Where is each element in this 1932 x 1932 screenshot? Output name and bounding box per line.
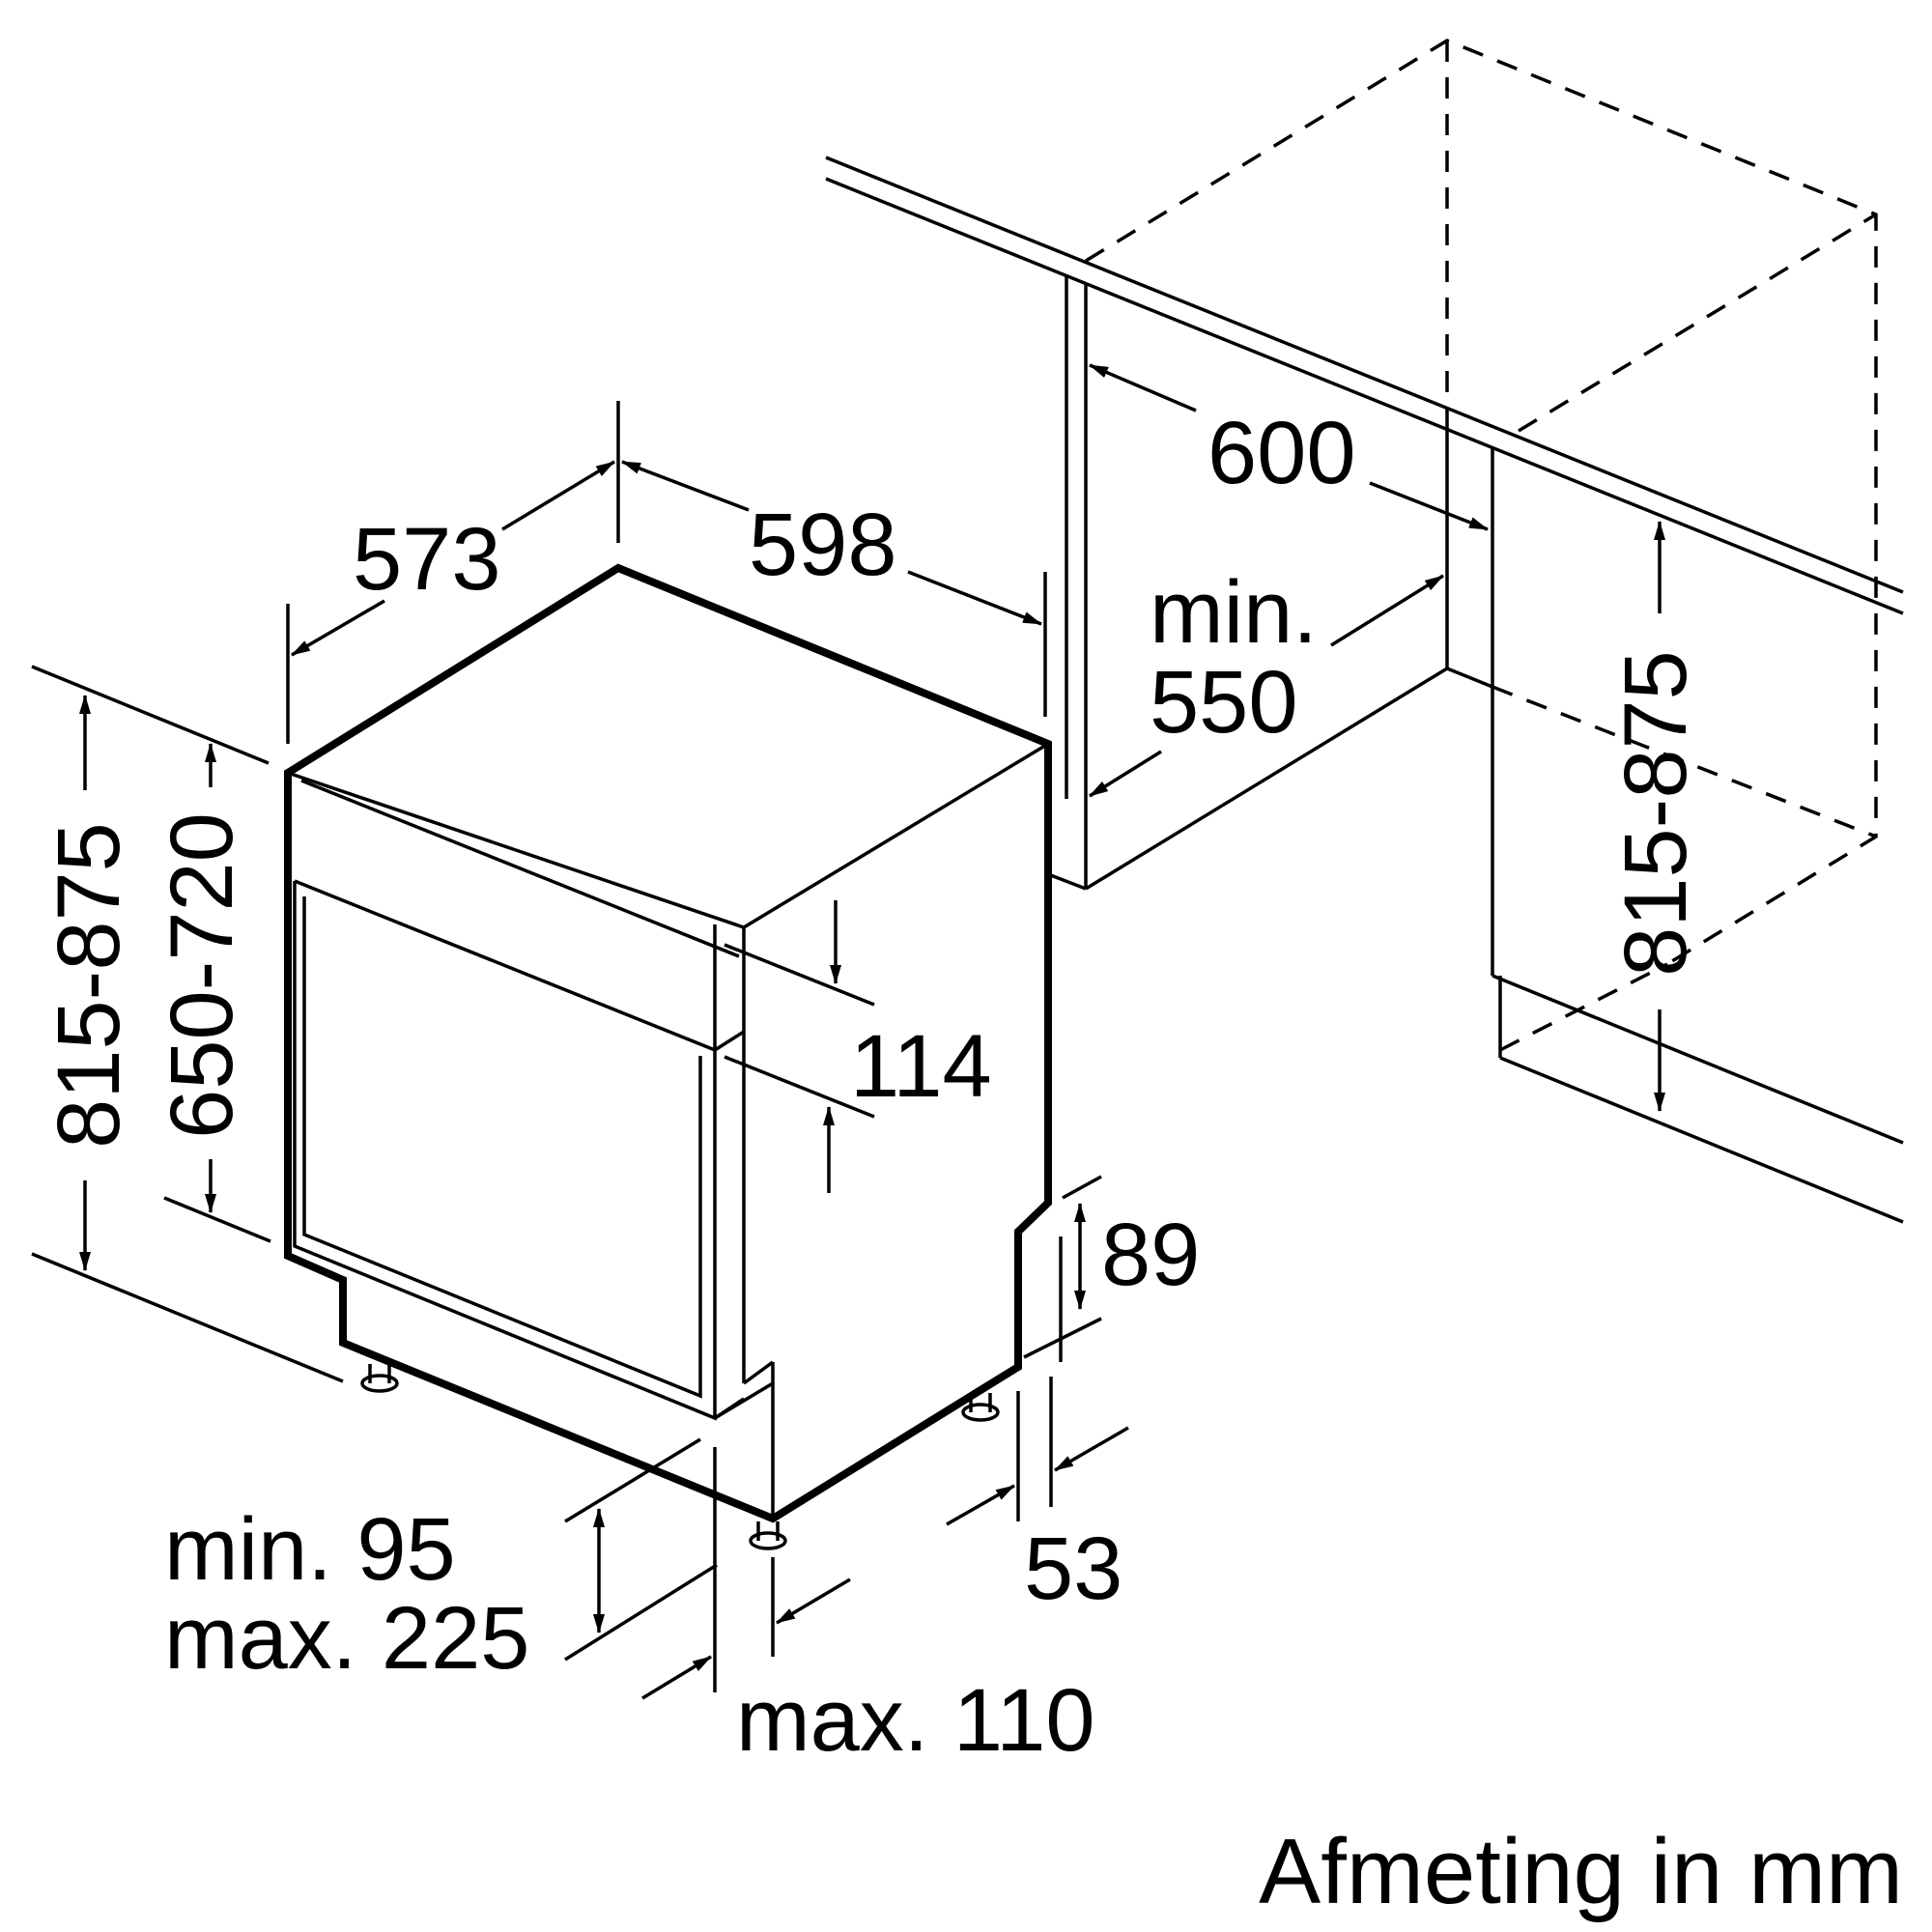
- door-inner: [302, 896, 702, 1399]
- label-height-650-720: 650-720: [153, 812, 251, 1139]
- ext-89-top: [1062, 1175, 1102, 1200]
- ext-114-bottom: [724, 1055, 875, 1119]
- panel-bottom-line: [294, 879, 716, 1052]
- arrow-573-right: [501, 460, 615, 531]
- dishwasher-body: [284, 563, 1052, 1550]
- arrow-53-right: [1054, 1426, 1129, 1472]
- cabinet-niche: [825, 39, 1904, 1224]
- dishwasher-outline: [284, 563, 1052, 1523]
- niche-floor-left: [1085, 667, 1448, 891]
- top-right-edge: [743, 742, 1049, 929]
- label-height-815-875-left: 815-875: [40, 822, 138, 1149]
- worktop-bottom-edge: [825, 177, 1904, 615]
- arrow-110-left: [641, 1655, 712, 1700]
- right-cabinet-plinth-bottom: [1499, 1056, 1904, 1224]
- ext-815-left-bottom: [31, 1252, 344, 1383]
- arrow-600-right: [1369, 481, 1489, 531]
- label-depth-600: 600: [1208, 404, 1356, 502]
- hidden-cabinet-outline: [1085, 39, 1878, 966]
- label-width-598: 598: [749, 496, 897, 594]
- foot-front-left: [360, 1364, 399, 1393]
- side-notch: [742, 1360, 775, 1385]
- niche-floor-back: [1446, 667, 1493, 689]
- arrow-598-left: [621, 460, 750, 512]
- dimension-labels: 573 598 600 min. 550 114 89 53 min. 95 m…: [40, 404, 1903, 1923]
- foot-front-right: [749, 1521, 787, 1550]
- niche-left-panel-foot: [1047, 872, 1087, 891]
- arrow-550-right: [1330, 574, 1444, 647]
- label-plinth-max: max. 225: [164, 1589, 529, 1688]
- label-height-114: 114: [850, 1017, 992, 1116]
- arrow-53-left: [946, 1484, 1015, 1526]
- label-depth-573: 573: [353, 510, 501, 609]
- label-height-89: 89: [1101, 1206, 1200, 1304]
- label-height-815-875-right: 815-875: [1606, 650, 1705, 977]
- arrow-598-right: [907, 570, 1042, 626]
- worktop-top-edge: [825, 156, 1904, 594]
- door-outer: [293, 881, 717, 1421]
- ext-89-bottom: [1023, 1317, 1102, 1359]
- label-offset-53: 53: [1024, 1520, 1122, 1618]
- foot-back-right: [961, 1393, 1000, 1422]
- dimension-lines: [31, 363, 1665, 1700]
- hidden-cabinet-floor-front: [1499, 962, 1668, 1052]
- ext-650-bottom: [163, 1196, 271, 1243]
- arrow-600-left: [1089, 363, 1197, 412]
- ext-95-bottom: [564, 1563, 718, 1662]
- ext-95-top: [564, 1437, 701, 1523]
- hidden-cabinet-top-back: [1518, 213, 1877, 433]
- arrow-573-left: [291, 599, 385, 657]
- right-cabinet-bottom: [1492, 974, 1904, 1145]
- label-depth-550: 550: [1150, 653, 1298, 752]
- arrow-110-right: [776, 1577, 851, 1625]
- hidden-cabinet-floor: [1492, 685, 1877, 838]
- label-min: min.: [1150, 563, 1318, 662]
- door-bottom-join: [714, 1397, 745, 1420]
- panel-corner: [714, 1030, 745, 1052]
- ext-114-top: [724, 943, 875, 1007]
- panel-top-line: [287, 771, 745, 929]
- panel-inner-top: [300, 779, 740, 958]
- ext-815-left-top: [31, 665, 270, 765]
- caption-units: Afmeting in mm: [1259, 1820, 1903, 1923]
- label-plinth-min: min. 95: [164, 1500, 456, 1599]
- label-offset-max-110: max. 110: [736, 1671, 1095, 1770]
- arrow-550-left: [1089, 750, 1162, 798]
